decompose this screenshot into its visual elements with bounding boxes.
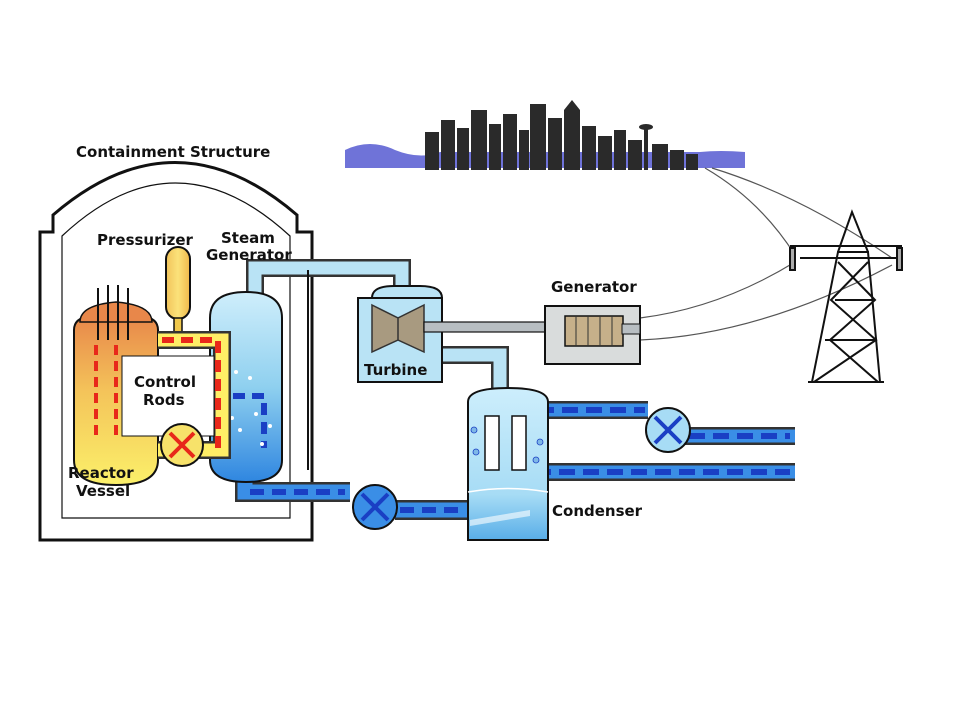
control-rod-drives xyxy=(97,285,129,340)
label-vessel: Vessel xyxy=(76,482,130,500)
power-lines xyxy=(639,167,893,341)
label-steam: Steam xyxy=(221,229,275,247)
city-skyline xyxy=(345,100,745,170)
condenser xyxy=(467,386,549,541)
turbine-shaft xyxy=(423,321,565,333)
reactor-coolant-pump xyxy=(160,423,204,467)
label-control: Control xyxy=(134,373,196,391)
label-pressurizer: Pressurizer xyxy=(97,231,194,249)
label-turbine: Turbine xyxy=(364,361,427,379)
feedwater-pump xyxy=(352,484,398,530)
label-reactor: Reactor xyxy=(68,464,134,482)
containment-inner-wall xyxy=(61,182,291,519)
turbine xyxy=(357,285,443,383)
label-rods: Rods xyxy=(143,391,185,409)
cooling-water-pump xyxy=(645,407,691,453)
generator xyxy=(544,305,641,365)
label-steam-generator: Generator xyxy=(206,246,292,264)
label-containment-structure: Containment Structure xyxy=(76,143,270,161)
turbine-rotor xyxy=(371,303,425,354)
steam-line xyxy=(246,259,411,300)
label-condenser: Condenser xyxy=(552,502,643,520)
transmission-tower xyxy=(789,209,903,383)
pressurizer xyxy=(165,246,191,341)
label-generator: Generator xyxy=(551,278,637,296)
exhaust-line xyxy=(436,346,509,392)
